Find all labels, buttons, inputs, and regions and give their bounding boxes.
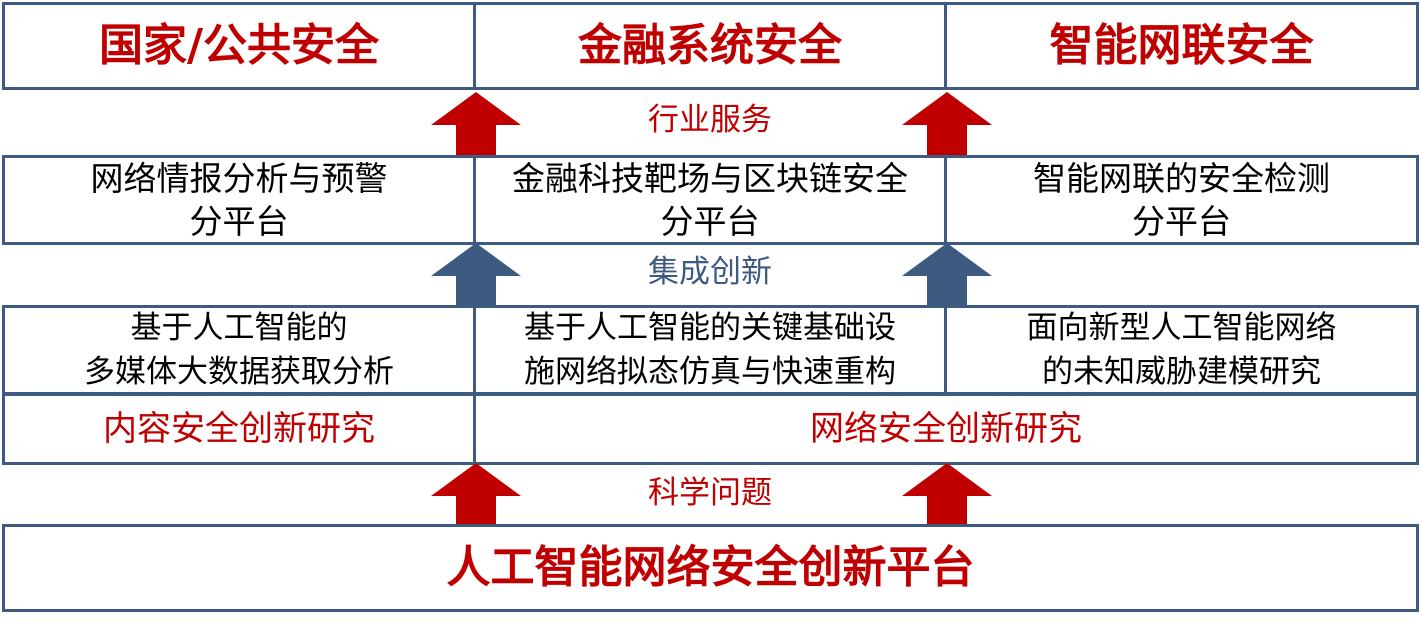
base-platform: 人工智能网络安全创新平台 (2, 524, 1419, 612)
research-topic-multimedia-line2: 多媒体大数据获取分析 (84, 354, 394, 390)
domain-title-financial-security: 金融系统安全 (578, 20, 842, 71)
up-arrow-red-icon (431, 463, 521, 527)
content-security-research: 内容安全创新研究 (2, 393, 476, 465)
sub-platform-intel-line1: 网络情报分析与预警 (90, 159, 388, 198)
research-topic-infrastructure: 基于人工智能的关键基础设 施网络拟态仿真与快速重构 (473, 305, 947, 395)
domain-box-financial-security: 金融系统安全 (473, 2, 947, 90)
sub-platform-fintech-line1: 金融科技靶场与区块链安全 (512, 159, 908, 198)
research-topic-infrastructure-line1: 基于人工智能的关键基础设 (524, 310, 896, 346)
content-security-label: 内容安全创新研究 (103, 409, 375, 449)
sub-platform-fintech-line2: 分平台 (660, 202, 760, 241)
sub-platform-connected-line1: 智能网联的安全检测 (1033, 159, 1330, 198)
domain-title-connected-vehicle-security: 智能网联安全 (1049, 20, 1314, 71)
research-topic-threat-line1: 面向新型人工智能网络 (1026, 310, 1337, 346)
sub-platform-connected: 智能网联的安全检测 分平台 (944, 155, 1419, 245)
sub-platform-fintech: 金融科技靶场与区块链安全 分平台 (473, 155, 947, 245)
industry-service-label: 行业服务 (648, 102, 772, 138)
research-topic-threat-line2: 的未知威胁建模研究 (1042, 354, 1321, 390)
sub-platform-intel: 网络情报分析与预警 分平台 (2, 155, 476, 245)
sub-platform-connected-line2: 分平台 (1132, 202, 1231, 241)
research-topic-infrastructure-line2: 施网络拟态仿真与快速重构 (524, 354, 896, 390)
research-topic-multimedia: 基于人工智能的 多媒体大数据获取分析 (2, 305, 476, 395)
sub-platform-intel-line2: 分平台 (189, 202, 289, 241)
domain-box-national-security: 国家/公共安全 (2, 2, 476, 90)
network-security-label: 网络安全创新研究 (810, 409, 1082, 449)
up-arrow-blue-icon (902, 243, 992, 307)
up-arrow-red-icon (902, 92, 992, 156)
base-platform-title: 人工智能网络安全创新平台 (446, 542, 975, 593)
up-arrow-red-icon (431, 92, 521, 156)
research-topic-threat-modeling: 面向新型人工智能网络 的未知威胁建模研究 (944, 305, 1419, 395)
domain-box-connected-vehicle-security: 智能网联安全 (944, 2, 1419, 90)
up-arrow-blue-icon (431, 243, 521, 307)
network-security-research: 网络安全创新研究 (473, 393, 1419, 465)
integration-innovation-label: 集成创新 (648, 254, 772, 290)
domain-title-national-security: 国家/公共安全 (98, 20, 380, 71)
scientific-problems-label: 科学问题 (648, 475, 772, 511)
research-topic-multimedia-line1: 基于人工智能的 (130, 310, 348, 346)
up-arrow-red-icon (902, 463, 992, 527)
